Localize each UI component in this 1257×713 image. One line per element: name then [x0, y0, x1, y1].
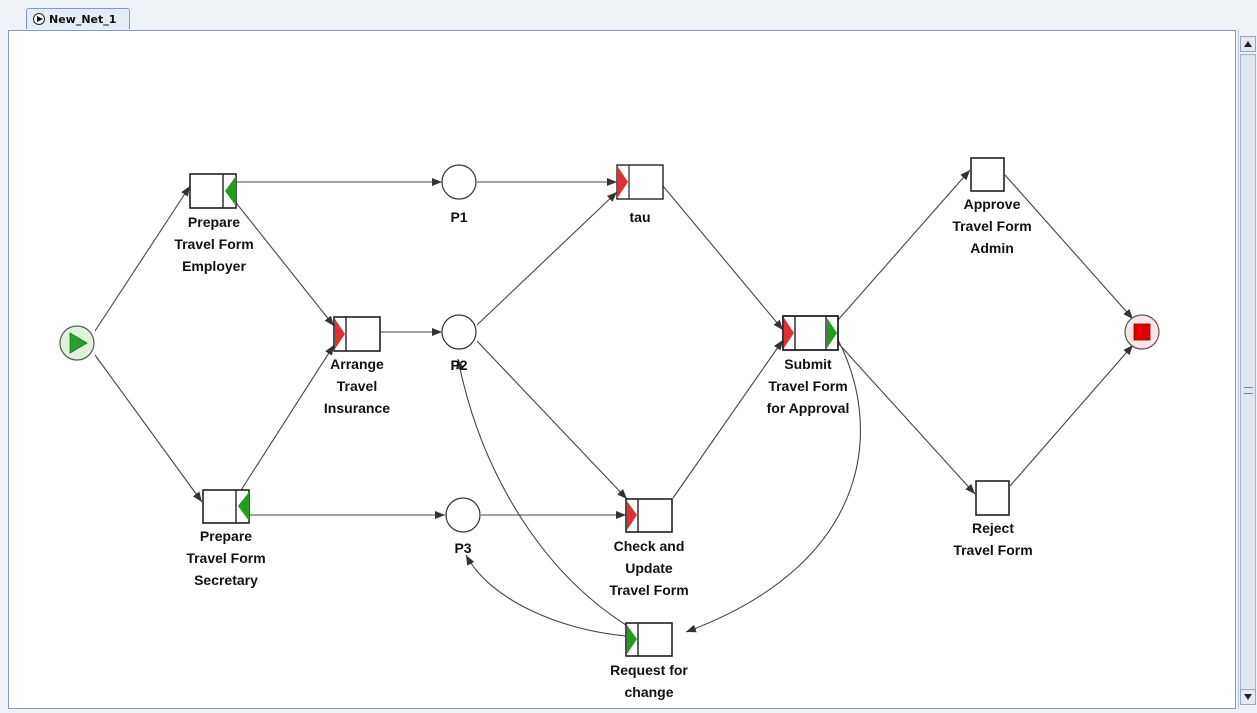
- tab-label: New_Net_1: [49, 12, 117, 26]
- arc-start-prepare-secretary[interactable]: [94, 354, 203, 503]
- arrange-insurance-label-2: Travel: [337, 378, 377, 394]
- arrange-insurance-label-3: Insurance: [324, 400, 390, 416]
- place-p3-label: P3: [454, 540, 471, 556]
- transition-submit[interactable]: [782, 315, 839, 351]
- submit-label-3: for Approval: [767, 400, 850, 416]
- place-p1[interactable]: [441, 164, 477, 200]
- scroll-up-button[interactable]: [1240, 36, 1256, 52]
- tab-new-net-1[interactable]: New_Net_1: [26, 8, 130, 29]
- check-update-label-3: Travel Form: [609, 582, 688, 598]
- request-change-label-2: change: [624, 684, 673, 700]
- scroll-thumb[interactable]: [1240, 54, 1256, 694]
- arc-submit-reject[interactable]: [837, 342, 976, 495]
- transition-arrange-insurance[interactable]: [333, 316, 381, 352]
- arc-prepare-employer-arrange[interactable]: [232, 198, 335, 327]
- arc-tau-submit[interactable]: [662, 185, 784, 331]
- tab-bar: New_Net_1: [0, 0, 1257, 30]
- prepare-employer-label-2: Travel Form: [174, 236, 253, 252]
- transition-check-update[interactable]: [625, 498, 673, 533]
- arc-approve-end[interactable]: [1004, 174, 1134, 320]
- start-condition-icon[interactable]: [59, 325, 95, 361]
- prepare-employer-label-3: Employer: [182, 258, 246, 274]
- prepare-employer-label-1: Prepare: [188, 214, 240, 230]
- transition-tau[interactable]: [616, 164, 664, 200]
- transition-prepare-secretary[interactable]: [202, 489, 250, 524]
- prepare-secretary-label-2: Travel Form: [186, 550, 265, 566]
- prepare-secretary-label-1: Prepare: [200, 528, 252, 544]
- place-p2-label: P2: [450, 357, 467, 373]
- approve-label-2: Travel Form: [952, 218, 1031, 234]
- transition-reject[interactable]: [975, 480, 1010, 516]
- prepare-secretary-label-3: Secretary: [194, 572, 258, 588]
- place-p3[interactable]: [445, 497, 481, 533]
- transition-request-change[interactable]: [625, 622, 673, 657]
- arc-request-change-p3[interactable]: [465, 554, 627, 637]
- place-p2[interactable]: [441, 314, 477, 350]
- arc-check-submit[interactable]: [672, 339, 784, 499]
- scroll-grip-icon: [1244, 387, 1253, 394]
- arc-start-prepare-employer[interactable]: [94, 185, 191, 332]
- arrange-insurance-label-1: Arrange: [330, 356, 384, 372]
- check-update-label-2: Update: [625, 560, 673, 576]
- reject-label-1: Reject: [972, 520, 1014, 536]
- tau-label: tau: [630, 209, 651, 225]
- play-circle-icon: [33, 13, 45, 25]
- submit-label-2: Travel Form: [768, 378, 847, 394]
- arc-request-change-p2[interactable]: [456, 358, 627, 626]
- end-condition-icon[interactable]: [1124, 314, 1160, 350]
- arc-reject-end[interactable]: [1009, 344, 1134, 487]
- approve-label-1: Approve: [964, 196, 1021, 212]
- scroll-down-button[interactable]: [1240, 689, 1256, 705]
- reject-label-2: Travel Form: [953, 542, 1032, 558]
- request-change-label-1: Request for: [610, 662, 688, 678]
- arc-p2-check[interactable]: [476, 340, 628, 500]
- arc-submit-approve[interactable]: [837, 169, 971, 321]
- submit-label-1: Submit: [784, 356, 832, 372]
- approve-label-3: Admin: [970, 240, 1014, 256]
- vertical-scrollbar[interactable]: [1238, 30, 1257, 709]
- arc-prepare-secretary-arrange[interactable]: [235, 344, 335, 499]
- arc-submit-request-change[interactable]: [685, 339, 861, 633]
- net-canvas[interactable]: [8, 30, 1236, 709]
- arc-p2-tau[interactable]: [476, 191, 618, 326]
- place-p1-label: P1: [450, 209, 467, 225]
- transition-approve[interactable]: [970, 157, 1005, 192]
- transition-prepare-employer[interactable]: [189, 173, 237, 209]
- check-update-label-1: Check and: [614, 538, 685, 554]
